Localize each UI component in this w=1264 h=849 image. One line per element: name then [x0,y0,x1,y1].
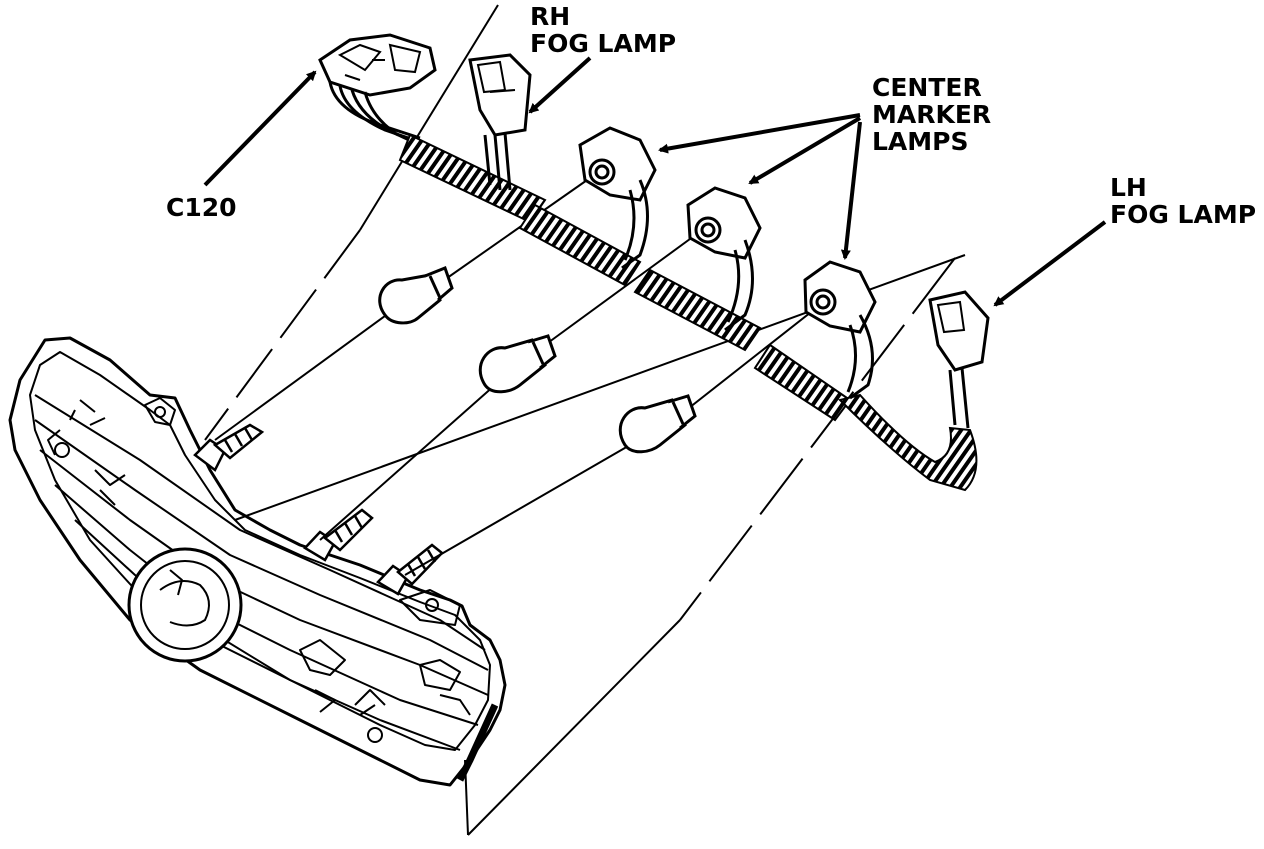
c120-connector [318,33,437,97]
bulbs [378,266,697,454]
center-marker-socket-2 [686,186,762,332]
center-marker-socket-1 [578,126,657,270]
rh-fog-lamp-connector [468,53,532,191]
harness-lh-branch [838,393,978,492]
harness-trunk-end [753,343,852,422]
harness-trunk-lower [633,268,762,352]
lh-fog-lamp-label-line-2: FOG LAMP [1110,200,1257,229]
socket-1 [193,423,265,472]
c120-label: C120 [166,194,237,221]
center-marker-lamps-label: CENTER MARKER LAMPS [872,74,991,155]
bulb-2 [478,334,557,394]
center-marker-lamps-label-line-3: LAMPS [872,127,969,156]
rh-fog-lamp-label-line-1: RH [530,2,571,31]
arrow-center-1 [658,113,861,154]
harness-trunk-upper [398,133,547,224]
rh-fog-lamp-label-line-2: FOG LAMP [530,29,677,58]
guide-lines [204,4,966,836]
c120-label-text: C120 [166,193,237,222]
callout-arrows [203,56,1107,307]
emblem-ring [127,547,243,663]
bulb-1 [378,266,454,325]
arrow-center-3 [840,121,862,260]
arrow-c120 [203,70,317,187]
center-marker-socket-3 [803,260,877,400]
bulb-3 [618,394,697,454]
socket-2 [303,508,374,562]
lh-fog-lamp-label-line-1: LH [1110,173,1147,202]
grille-sockets [193,423,444,596]
arrow-center-2 [748,116,862,185]
lh-fog-lamp-label: LH FOG LAMP [1110,174,1256,228]
arrow-rh-fog-lamp [528,56,592,114]
rh-fog-lamp-label: RH FOG LAMP [530,3,676,57]
lh-fog-lamp-connector [928,290,990,429]
center-marker-lamps-label-line-1: CENTER [872,73,982,102]
center-marker-lamps-label-line-2: MARKER [872,100,992,129]
arrow-lh-fog-lamp [993,220,1107,307]
grille-assembly [8,336,507,787]
wiring-harness [318,33,990,492]
harness-trunk-mid [518,203,642,287]
